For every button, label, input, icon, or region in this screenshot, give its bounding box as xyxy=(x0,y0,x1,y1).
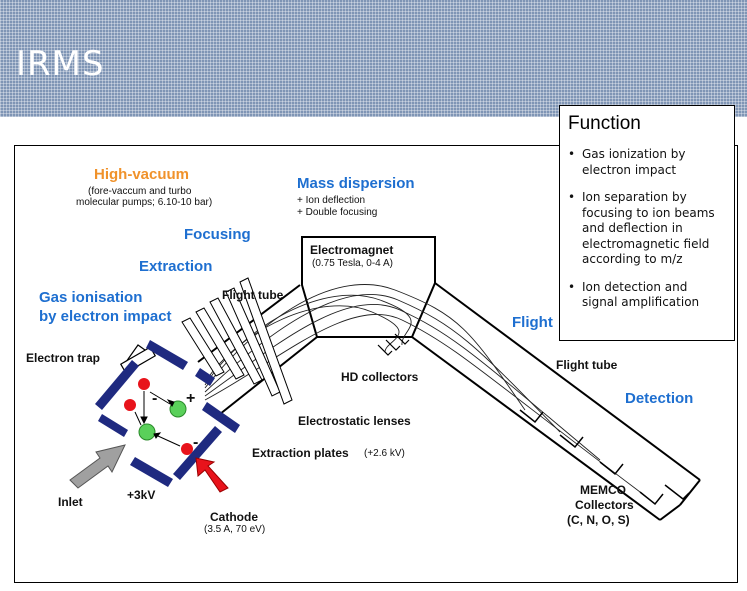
electron xyxy=(138,378,150,390)
function-item-text: Gas ionization by electron impact xyxy=(582,147,686,177)
plus-sign: + xyxy=(186,390,196,407)
function-box: Function • Gas ionization by electron imp… xyxy=(559,105,735,341)
mass-dispersion-note-1: + Ion deflection xyxy=(297,195,366,206)
bullet: • xyxy=(568,190,576,204)
extraction-label: Extraction xyxy=(139,258,213,275)
bullet: • xyxy=(568,279,576,294)
flight-tube-right xyxy=(411,282,701,521)
gas-ionisation-label-2: by electron impact xyxy=(39,308,172,325)
electrostatic-lenses-label: Electrostatic lenses xyxy=(298,414,411,428)
memco-label-2: Collectors xyxy=(575,498,634,512)
cathode-note: (3.5 A, 70 eV) xyxy=(204,524,266,535)
detection-label: Detection xyxy=(625,390,694,407)
memco-collector-cups xyxy=(519,409,690,506)
hd-collectors xyxy=(377,333,410,356)
minus-sign: - xyxy=(193,434,199,451)
extraction-plates-label: Extraction plates xyxy=(252,446,349,460)
function-item-text: Ion detection and signal amplification xyxy=(582,279,700,310)
focusing-label: Focusing xyxy=(184,226,251,243)
electrostatic-lenses xyxy=(181,277,293,405)
gas-ionisation-label-1: Gas ionisation xyxy=(39,289,143,306)
particles xyxy=(124,378,193,455)
cathode-arrow xyxy=(195,457,229,493)
ion xyxy=(169,400,187,418)
electromagnet-note: (0.75 Tesla, 0-4 A) xyxy=(312,258,393,269)
function-item: • Ion separation by focusing to ion beams… xyxy=(568,190,726,268)
function-item: • Ion detection and signal amplification xyxy=(568,280,726,311)
slide-header: IRMS xyxy=(0,0,747,117)
high-vacuum-note-2: molecular pumps; 6.10-10 bar) xyxy=(76,197,213,208)
high-vacuum-note-1: (fore-vaccum and turbo xyxy=(88,186,192,197)
extraction-plates-note: (+2.6 kV) xyxy=(364,448,405,459)
high-vacuum-label: High-vacuum xyxy=(94,166,190,183)
mass-dispersion-label: Mass dispersion xyxy=(297,175,415,192)
function-item-text: Ion separation by focusing to ion beams … xyxy=(582,190,715,266)
electron xyxy=(181,443,193,455)
memco-label-3: (C, N, O, S) xyxy=(567,513,630,527)
function-title: Function xyxy=(568,113,641,134)
function-item: • Gas ionization by electron impact xyxy=(568,147,726,178)
memco-label-1: MEMCO xyxy=(580,483,626,497)
inlet-arrow xyxy=(69,444,126,489)
mass-dispersion-note-2: + Double focusing xyxy=(297,207,378,218)
electron xyxy=(124,399,136,411)
ion xyxy=(138,423,156,441)
flight-tube-left-label: Flight tube xyxy=(222,288,284,302)
minus-sign: - xyxy=(152,390,158,407)
voltage-label: +3kV xyxy=(127,488,156,502)
function-list: • Gas ionization by electron impact • Ion … xyxy=(568,147,726,311)
inlet-label: Inlet xyxy=(58,495,83,509)
electromagnet-label: Electromagnet xyxy=(310,243,394,257)
flight-partial-label: Flight xyxy=(512,314,553,331)
flight-tube-right-label: Flight tube xyxy=(556,358,618,372)
diagram-frame xyxy=(14,145,738,583)
reaction-arrows xyxy=(134,391,181,447)
slide-title: IRMS xyxy=(16,44,105,84)
cathode-label: Cathode xyxy=(210,510,258,524)
bullet: • xyxy=(568,147,576,161)
hd-collectors-label: HD collectors xyxy=(341,370,419,384)
ion-source-plates xyxy=(95,340,240,487)
electron-trap-label: Electron trap xyxy=(26,351,101,365)
